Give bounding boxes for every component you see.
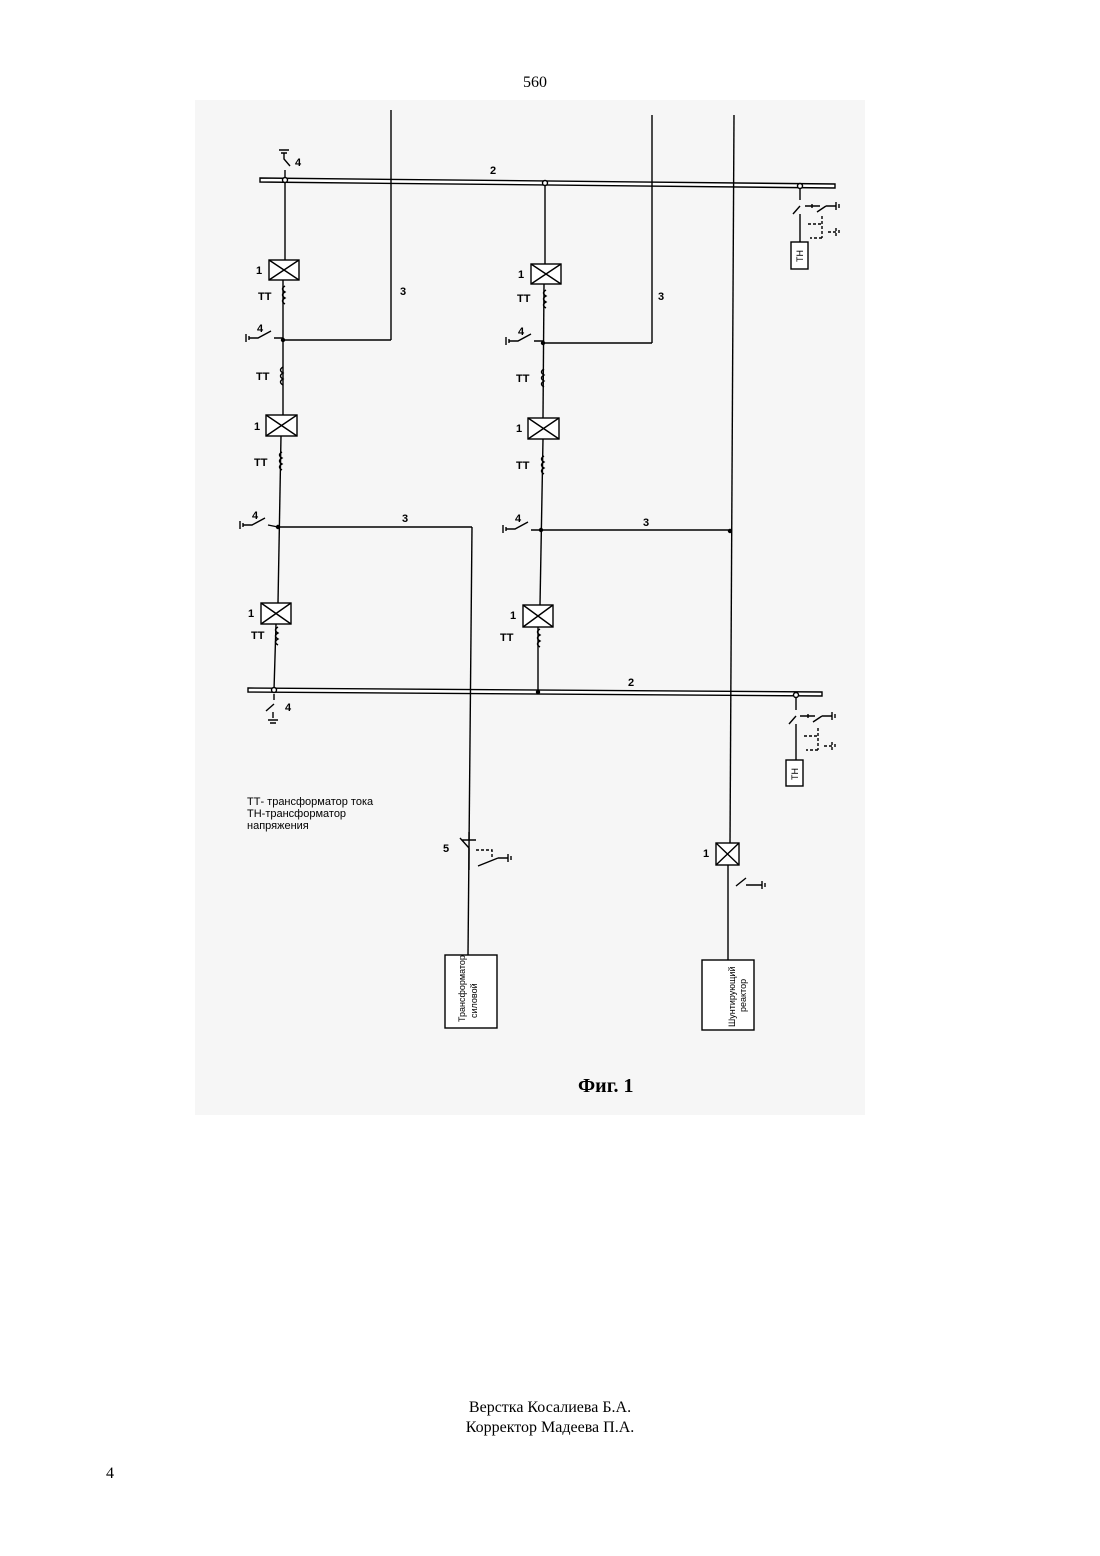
- earthing-switch-icon: [240, 518, 278, 529]
- earthing-label: 4: [518, 326, 525, 338]
- breaker-label: 1: [518, 269, 524, 281]
- breaker-label: 1: [254, 421, 260, 433]
- power-transformer-line: [468, 527, 472, 955]
- shunt-reactor-label: реактор: [738, 979, 748, 1012]
- tn-label: ТН: [795, 250, 805, 262]
- tt-label: ТТ: [251, 630, 265, 642]
- current-transformer-icon: [544, 290, 547, 308]
- left-bay-conductor: [274, 624, 276, 690]
- current-transformer-icon: [276, 627, 279, 645]
- earthing-label: 4: [515, 513, 522, 525]
- disconnector-icon: [460, 832, 511, 870]
- busbar-label-bottom: 2: [628, 677, 634, 689]
- power-transformer-label: силовой: [469, 983, 479, 1018]
- earthing-switch-icon: [503, 522, 541, 533]
- credit-proofreader: Корректор Мадеева П.А.: [0, 1418, 1100, 1438]
- circuit-breaker-icon: [531, 264, 561, 284]
- earthing-switch-icon: [506, 334, 543, 345]
- breaker-label: 1: [248, 608, 254, 620]
- figure-caption: Фиг. 1: [578, 1075, 634, 1098]
- credits: Верстка Косалиева Б.А. Корректор Мадеева…: [0, 1398, 1100, 1438]
- busbar-earthing-switch-icon: [266, 694, 278, 723]
- breaker-label: 1: [510, 610, 516, 622]
- earthing-switch-icon: [246, 331, 283, 342]
- circuit-breaker-icon: [716, 843, 739, 865]
- bottom-busbar: [248, 688, 822, 696]
- legend-item-tn: ТН-трансформатор напряжения: [247, 808, 407, 832]
- tt-label: ТТ: [516, 373, 530, 385]
- tt-label: ТТ: [258, 291, 272, 303]
- disconnector-label: 5: [443, 843, 449, 855]
- link-label: 3: [402, 513, 408, 525]
- legend: ТТ- трансформатор тока ТН-трансформатор …: [247, 796, 407, 832]
- circuit-breaker-icon: [266, 415, 297, 436]
- legend-item-tt: ТТ- трансформатор тока: [247, 796, 407, 808]
- link-label: 3: [643, 517, 649, 529]
- tt-label: ТТ: [517, 293, 531, 305]
- breaker-label: 1: [703, 848, 709, 860]
- link-label: 3: [400, 286, 406, 298]
- busbar-earthing-switch-icon: [279, 150, 290, 178]
- breaker-label: 1: [516, 423, 522, 435]
- earthing-label: 4: [252, 510, 259, 522]
- page-number-bottom: 4: [106, 1465, 114, 1483]
- current-transformer-icon: [538, 629, 541, 647]
- tt-label: ТТ: [516, 460, 530, 472]
- tt-label: ТТ: [256, 371, 270, 383]
- earthing-label: 4: [257, 323, 264, 335]
- link-label: 3: [658, 291, 664, 303]
- breaker-label: 1: [256, 265, 262, 277]
- power-transformer-label: Трансформатор: [457, 955, 467, 1022]
- earthing-switch-icon: [736, 878, 765, 889]
- busbar-label-top: 2: [490, 165, 496, 177]
- circuit-breaker-icon: [528, 418, 559, 439]
- earthing-label: 4: [285, 702, 292, 714]
- tt-label: ТТ: [254, 457, 268, 469]
- reactor-line: [730, 115, 734, 845]
- circuit-breaker-icon: [269, 260, 299, 280]
- circuit-breaker-icon: [523, 605, 553, 627]
- current-transformer-icon: [283, 286, 286, 304]
- earthing-label: 4: [295, 157, 302, 169]
- circuit-breaker-icon: [261, 603, 291, 624]
- shunt-reactor-label: Шунтирующий: [727, 967, 737, 1027]
- credit-layout: Верстка Косалиева Б.А.: [0, 1398, 1100, 1418]
- tt-label: ТТ: [500, 632, 514, 644]
- tn-label: ТН: [790, 768, 800, 780]
